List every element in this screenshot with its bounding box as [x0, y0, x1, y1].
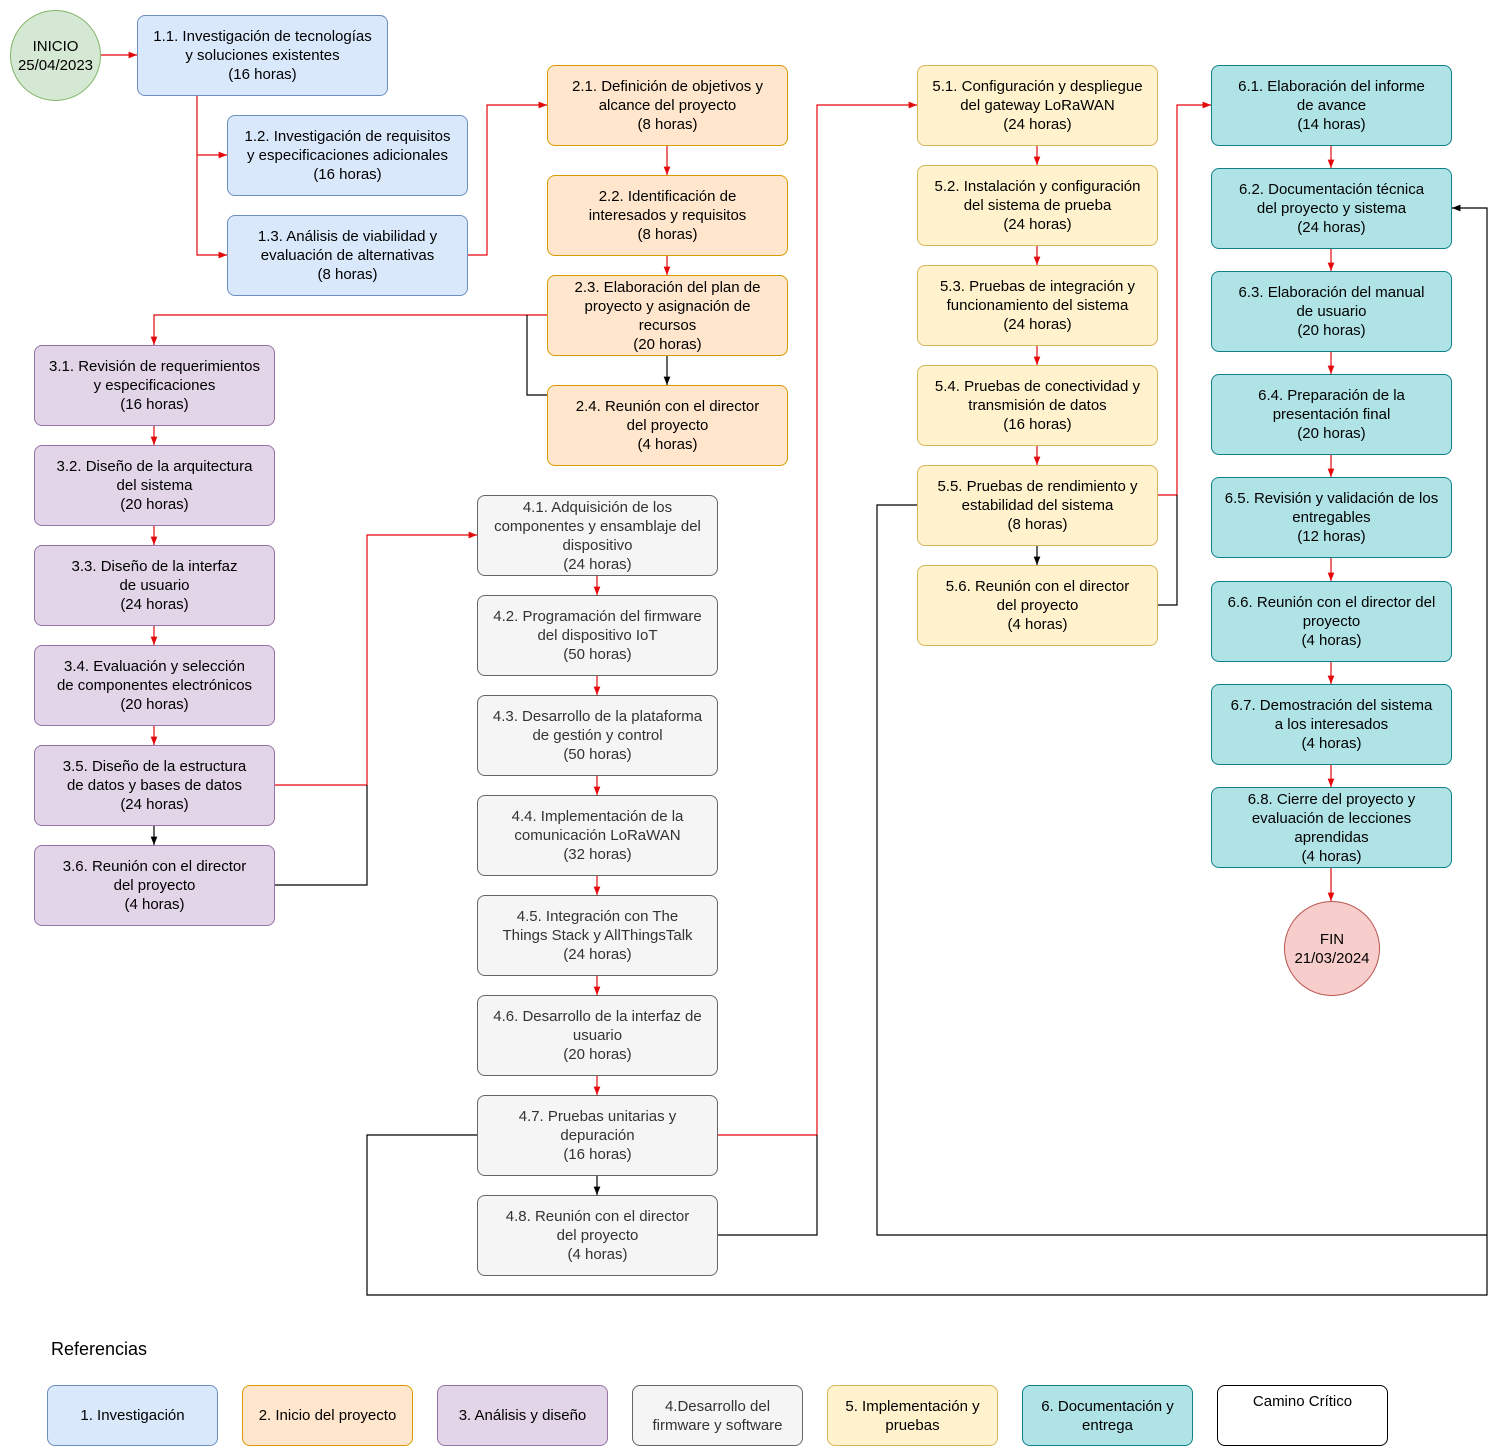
- task-4-3: 4.3. Desarrollo de la plataforma de gest…: [477, 695, 718, 776]
- edge-5-5-6-2: [876, 504, 1487, 1236]
- task-5-4: 5.4. Pruebas de conectividad y transmisi…: [917, 365, 1158, 446]
- task-3-3: 3.3. Diseño de la interfaz de usuario (2…: [34, 545, 275, 626]
- task-2-2: 2.2. Identificación de interesados y req…: [547, 175, 788, 256]
- task-6-5: 6.5. Revisión y validación de los entreg…: [1211, 477, 1452, 558]
- edge-2-3-3-1: [150, 314, 547, 345]
- task-6-3: 6.3. Elaboración del manual de usuario (…: [1211, 271, 1452, 352]
- task-5-3: 5.3. Pruebas de integración y funcionami…: [917, 265, 1158, 346]
- task-4-2: 4.2. Programación del firmware del dispo…: [477, 595, 718, 676]
- task-5-6: 5.6. Reunión con el director del proyect…: [917, 565, 1158, 646]
- task-6-1: 6.1. Elaboración del informe de avance (…: [1211, 65, 1452, 146]
- task-2-3: 2.3. Elaboración del plan de proyecto y …: [547, 275, 788, 356]
- legend-item-investigacion: 1. Investigación: [47, 1385, 218, 1446]
- task-6-2: 6.2. Documentación técnica del proyecto …: [1211, 168, 1452, 249]
- task-4-5: 4.5. Integración con The Things Stack y …: [477, 895, 718, 976]
- legend-item-analisis: 3. Análisis y diseño: [437, 1385, 608, 1446]
- task-3-6: 3.6. Reunión con el director del proyect…: [34, 845, 275, 926]
- edge-4-8-join: [718, 1135, 818, 1236]
- edge-1-3-2-1: [468, 101, 547, 256]
- legend-item-implementacion: 5. Implementación y pruebas: [827, 1385, 998, 1446]
- task-2-1: 2.1. Definición de objetivos y alcance d…: [547, 65, 788, 146]
- task-5-5: 5.5. Pruebas de rendimiento y estabilida…: [917, 465, 1158, 546]
- task-4-6: 4.6. Desarrollo de la interfaz de usuari…: [477, 995, 718, 1076]
- task-4-7: 4.7. Pruebas unitarias y depuración (16 …: [477, 1095, 718, 1176]
- task-1-1: 1.1. Investigación de tecnologías y solu…: [137, 15, 388, 96]
- edge-3-5-4-1: [275, 531, 477, 786]
- edge-3-6-join: [275, 785, 368, 886]
- task-6-8: 6.8. Cierre del proyecto y evaluación de…: [1211, 787, 1452, 868]
- legend-title: Referencias: [51, 1339, 148, 1359]
- task-3-1: 3.1. Revisión de requerimientos y especi…: [34, 345, 275, 426]
- task-4-8: 4.8. Reunión con el director del proyect…: [477, 1195, 718, 1276]
- task-3-4: 3.4. Evaluación y selección de component…: [34, 645, 275, 726]
- legend-item-inicio: 2. Inicio del proyecto: [242, 1385, 413, 1446]
- legend-item-documentacion: 6. Documentación y entrega: [1022, 1385, 1193, 1446]
- legend-item-desarrollo: 4.Desarrollo del firmware y software: [632, 1385, 803, 1446]
- edge-1-1-1-3: [196, 96, 227, 259]
- task-1-2: 1.2. Investigación de requisitos y espec…: [227, 115, 468, 196]
- task-5-1: 5.1. Configuración y despliegue del gate…: [917, 65, 1158, 146]
- task-6-7: 6.7. Demostración del sistema a los inte…: [1211, 684, 1452, 765]
- legend-item-critical-path: Camino Crítico: [1217, 1385, 1388, 1446]
- edge-5-6-join: [1158, 495, 1178, 606]
- edge-5-5-6-1: [1158, 101, 1211, 496]
- task-4-1: 4.1. Adquisición de los componentes y en…: [477, 495, 718, 576]
- edge-2-4-join: [526, 315, 547, 396]
- task-2-4: 2.4. Reunión con el director del proyect…: [547, 385, 788, 466]
- task-1-3: 1.3. Análisis de viabilidad y evaluación…: [227, 215, 468, 296]
- task-6-4: 6.4. Preparación de la presentación fina…: [1211, 374, 1452, 455]
- task-6-6: 6.6. Reunión con el director del proyect…: [1211, 581, 1452, 662]
- start-node: INICIO 25/04/2023: [10, 10, 101, 101]
- end-node: FIN 21/03/2024: [1284, 901, 1380, 996]
- task-3-5: 3.5. Diseño de la estructura de datos y …: [34, 745, 275, 826]
- task-5-2: 5.2. Instalación y configuración del sis…: [917, 165, 1158, 246]
- edge-4-7-6-2: [366, 204, 1488, 1296]
- task-4-4: 4.4. Implementación de la comunicación L…: [477, 795, 718, 876]
- task-3-2: 3.2. Diseño de la arquitectura del siste…: [34, 445, 275, 526]
- edge-4-7-5-1: [718, 101, 917, 1136]
